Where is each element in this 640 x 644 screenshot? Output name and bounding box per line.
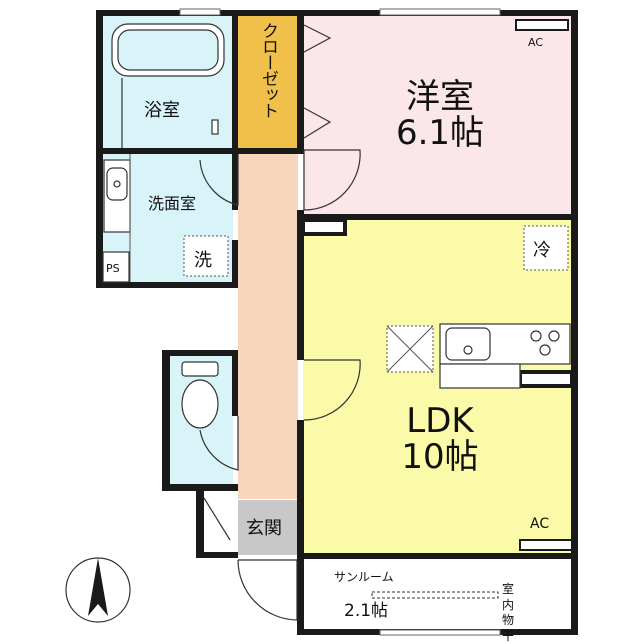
ac-label-western: AC (528, 36, 544, 49)
hallway-floor (238, 154, 298, 499)
closet-label: クローゼット (258, 22, 278, 118)
fridge-box (523, 225, 569, 271)
entrance-label: 玄関 (246, 518, 282, 539)
sunroom-size: 2.1帖 (344, 601, 389, 621)
pantry-box (386, 325, 434, 373)
ldk-name: LDK (406, 401, 474, 441)
kitchen-counter (439, 323, 571, 389)
drying-label: 室内物干 (502, 582, 515, 643)
compass-north-icon (65, 557, 131, 623)
bath-label: 浴室 (144, 100, 180, 121)
fridge-label: 冷 (533, 240, 551, 261)
drying-rod (371, 591, 499, 599)
walls (96, 10, 578, 635)
ps-label: PS (106, 262, 120, 275)
entrance-floor (238, 500, 298, 555)
windows (179, 8, 501, 636)
washer-label: 洗 (194, 250, 212, 271)
bathtub-icon (111, 23, 225, 148)
ldk-size: 10帖 (401, 436, 479, 477)
ps-box (102, 251, 130, 283)
washer-box (183, 235, 229, 277)
stove-icon (530, 330, 560, 356)
ac-label-ldk: AC (530, 516, 550, 532)
western-room-name: 洋室 (406, 77, 474, 117)
door-swing-icon (199, 24, 361, 621)
ldk-label: LDK 10帖 (380, 401, 500, 477)
washroom-label: 洗面室 (148, 194, 197, 213)
western-room-floor (303, 14, 571, 214)
toilet-icon (181, 361, 219, 429)
western-room-size: 6.1帖 (395, 112, 485, 153)
closet-floor (238, 14, 298, 148)
kitchen-sink-icon (445, 327, 491, 361)
sunroom-name: サンルーム (334, 570, 394, 584)
western-room-label: 洋室 6.1帖 (380, 77, 500, 153)
sink-icon (103, 159, 131, 233)
